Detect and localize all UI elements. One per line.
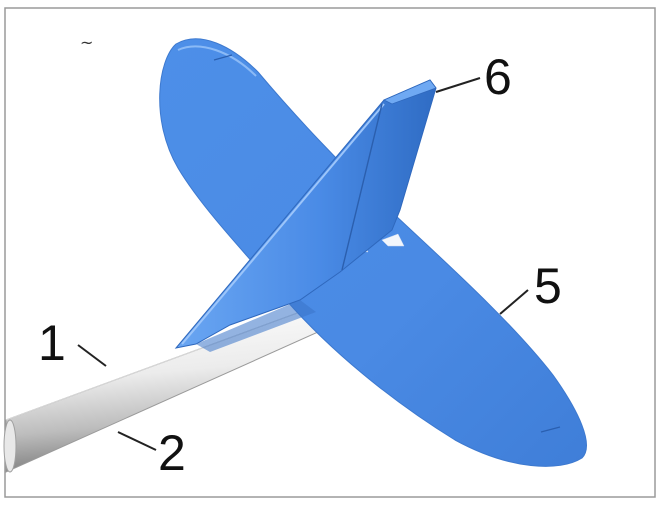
leader-line-6 — [435, 77, 481, 93]
callout-label-1: 1 — [38, 315, 66, 371]
leader-line-2 — [117, 431, 157, 451]
callout-label-6: 6 — [484, 49, 512, 105]
corner-mark: ~ — [80, 33, 93, 52]
leader-line-5 — [499, 289, 529, 315]
leader-line-1 — [77, 344, 107, 367]
callout-label-5: 5 — [534, 258, 562, 314]
vertical-fin — [174, 79, 437, 352]
callout-label-2: 2 — [158, 425, 186, 481]
